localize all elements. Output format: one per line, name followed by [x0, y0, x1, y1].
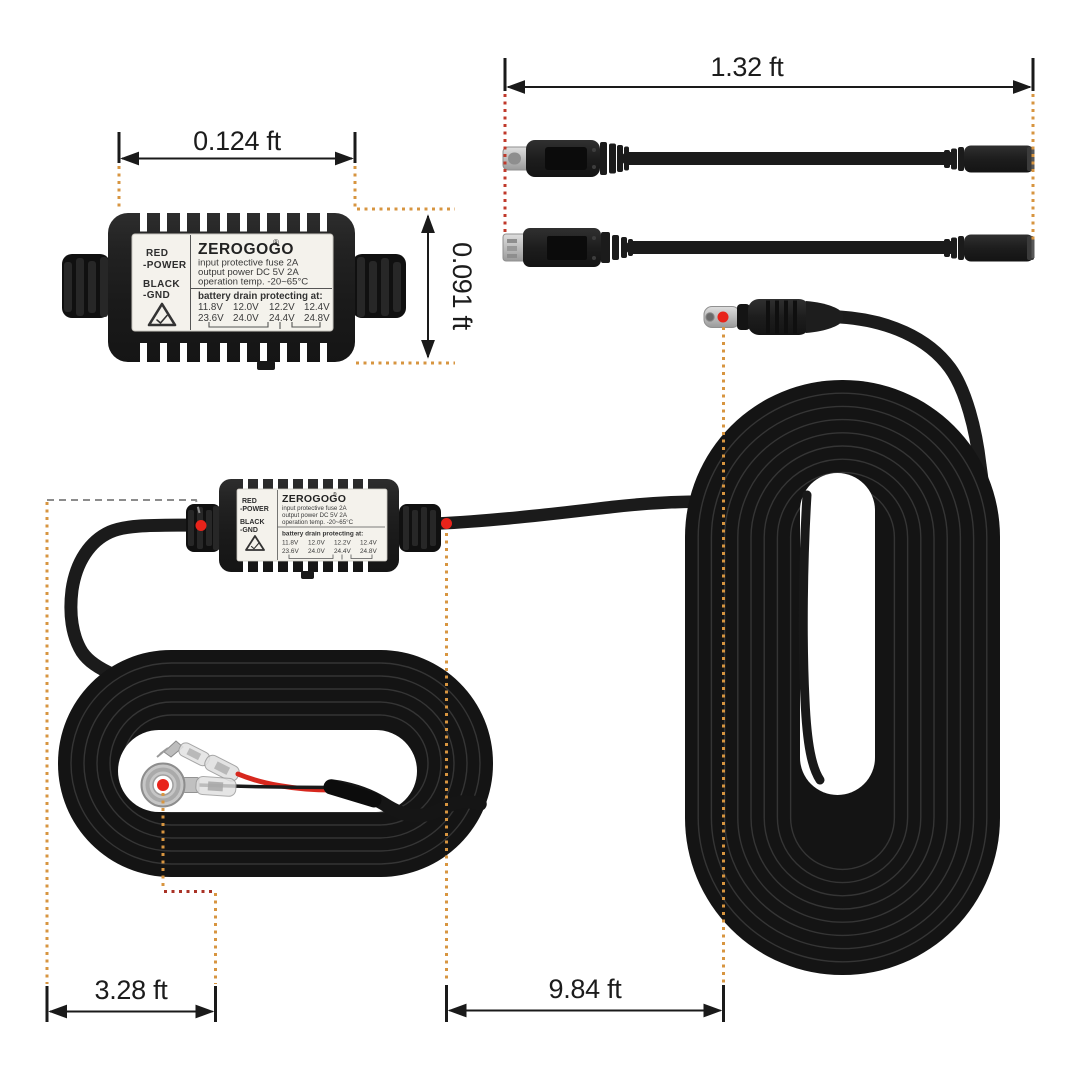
module-mount-tab [257, 361, 275, 370]
dc-plug-collar [737, 304, 750, 330]
inline-volt-12-2: 12.2V [334, 540, 351, 547]
inline-label-spec2: output power DC 5V 2A [282, 512, 348, 519]
inline-label-red: RED [242, 498, 257, 505]
inline-label-brand: ZEROGOGO [282, 493, 346, 505]
module-width-dimension: 0.124 ft [117, 126, 357, 166]
volt-24-4: 24.4V [269, 313, 295, 324]
volt-24-0: 24.0V [233, 313, 259, 324]
right-coil-center-hole [800, 473, 875, 795]
inline-label-spec3: operation temp. -20~65°C [282, 519, 354, 526]
volt-12-4: 12.4V [304, 302, 330, 313]
module-height-text: 0.091 ft [447, 242, 477, 330]
label-brand: ZEROGOGO [198, 241, 294, 258]
label-gnd: -GND [143, 290, 170, 301]
dc-barrel-plug [703, 299, 843, 335]
adapter-cable-mini-usb [502, 140, 1035, 177]
dc-plug-grooves [766, 300, 797, 334]
adapter-cable-dimension: 1.32 ft [503, 52, 1035, 94]
dot-ring-terminal [157, 779, 169, 791]
module-vent-slots-bottom [140, 343, 330, 363]
label-power: -POWER [143, 260, 187, 271]
inline-label-reg: ® [333, 491, 337, 498]
module-spec-label [131, 233, 334, 332]
right-cable-coil [685, 380, 1000, 975]
right-coil-inner-strand [798, 490, 825, 785]
inline-module: RED -POWER BLACK -GND ZEROGOGO ® input p… [186, 478, 441, 579]
inline-voltage-row1: 11.8V 12.0V 12.2V 12.4V [282, 540, 377, 547]
adapter-cable-micro-usb [502, 228, 1035, 267]
module-closeup: RED -POWER BLACK -GND ZEROGOGO ® input p… [62, 212, 406, 370]
inline-bracket-marks [288, 554, 373, 560]
module-width-text: 0.124 ft [193, 126, 281, 156]
dot-dc-plug [717, 311, 729, 323]
ground-lead-dimension: 3.28 ft [45, 975, 217, 1022]
module-height-dimension: 0.091 ft [421, 214, 477, 359]
inline-mount-tab [301, 571, 314, 579]
inline-volt-11-8: 11.8V [282, 540, 299, 547]
inline-label-black: BLACK [240, 519, 265, 526]
label-voltage-row1: 11.8V 12.0V 12.2V 12.4V [198, 302, 330, 313]
micro-usb-face [547, 236, 587, 260]
barrel-jack-female-bottom [944, 234, 1035, 262]
measurement-dots [157, 311, 729, 791]
module-vent-slots-top [140, 212, 330, 232]
inline-label-gnd: -GND [240, 527, 258, 534]
main-cable-text: 9.84 ft [549, 974, 623, 1004]
volt-24-8: 24.8V [304, 313, 330, 324]
inline-label-spec1: input protective fuse 2A [282, 505, 348, 512]
left-cable-coil [58, 650, 493, 877]
module-left-cable [64, 518, 203, 682]
label-spec1: input protective fuse 2A [198, 258, 299, 269]
inline-vent-slots-bottom [243, 559, 378, 573]
label-battery-heading: battery drain protecting at: [198, 291, 323, 302]
orange-guides [45, 94, 1035, 984]
volt-23-6: 23.6V [198, 313, 224, 324]
heat-shrink-sleeve [323, 779, 382, 808]
inline-spec-label [236, 488, 388, 562]
volt-12-0: 12.0V [233, 302, 259, 313]
inline-certification-triangle-icon [245, 535, 265, 551]
inline-volt-24-0: 24.0V [308, 548, 325, 555]
label-black: BLACK [143, 279, 180, 290]
inline-voltage-row2: 23.6V 24.0V 24.4V 24.8V [282, 548, 377, 555]
gray-guide-elbow [47, 499, 201, 514]
dc-plug-boot [806, 301, 843, 333]
inline-volt-12-4: 12.4V [360, 540, 377, 547]
label-registered-mark: ® [273, 238, 279, 247]
right-coil-strands [697, 392, 988, 963]
inline-volt-23-6: 23.6V [282, 548, 299, 555]
main-cable-dimension: 9.84 ft [445, 974, 725, 1022]
ground-lead-text: 3.28 ft [95, 975, 169, 1005]
mini-usb-face [545, 147, 587, 170]
inline-vent-slots-top [243, 478, 378, 491]
dot-module-right [441, 518, 452, 529]
inline-volt-24-8: 24.8V [360, 548, 377, 555]
ring-crimp-sleeve [195, 775, 237, 797]
dot-module-left [195, 520, 207, 531]
label-red: RED [146, 248, 168, 259]
micro-usb-boot-ribs [601, 232, 633, 263]
inline-label-battery: battery drain protecting at: [282, 531, 363, 538]
module-strain-relief-left [62, 254, 110, 318]
certification-triangle-icon [147, 302, 177, 327]
barrel-jack-female-top [944, 145, 1035, 173]
fuse-tap-ridges [156, 747, 169, 758]
inline-strain-relief-right [399, 504, 441, 552]
label-spec3: operation temp. -20~65°C [198, 277, 308, 288]
inline-volt-12-0: 12.0V [308, 540, 325, 547]
label-voltage-row2: 23.6V 24.0V 24.4V 24.8V [198, 313, 330, 324]
label-spec2: output power DC 5V 2A [198, 267, 299, 278]
inline-label-power: -POWER [240, 506, 269, 513]
label-bracket-marks [208, 322, 321, 329]
volt-12-2: 12.2V [269, 302, 295, 313]
inline-volt-24-4: 24.4V [334, 548, 351, 555]
module-to-coil-cable [431, 495, 713, 530]
module-strain-relief-right [352, 254, 406, 318]
mini-usb-slot [508, 152, 521, 165]
adapter-cable-text: 1.32 ft [711, 52, 785, 82]
volt-11-8: 11.8V [198, 302, 223, 313]
mini-usb-boot-ribs [600, 142, 629, 175]
